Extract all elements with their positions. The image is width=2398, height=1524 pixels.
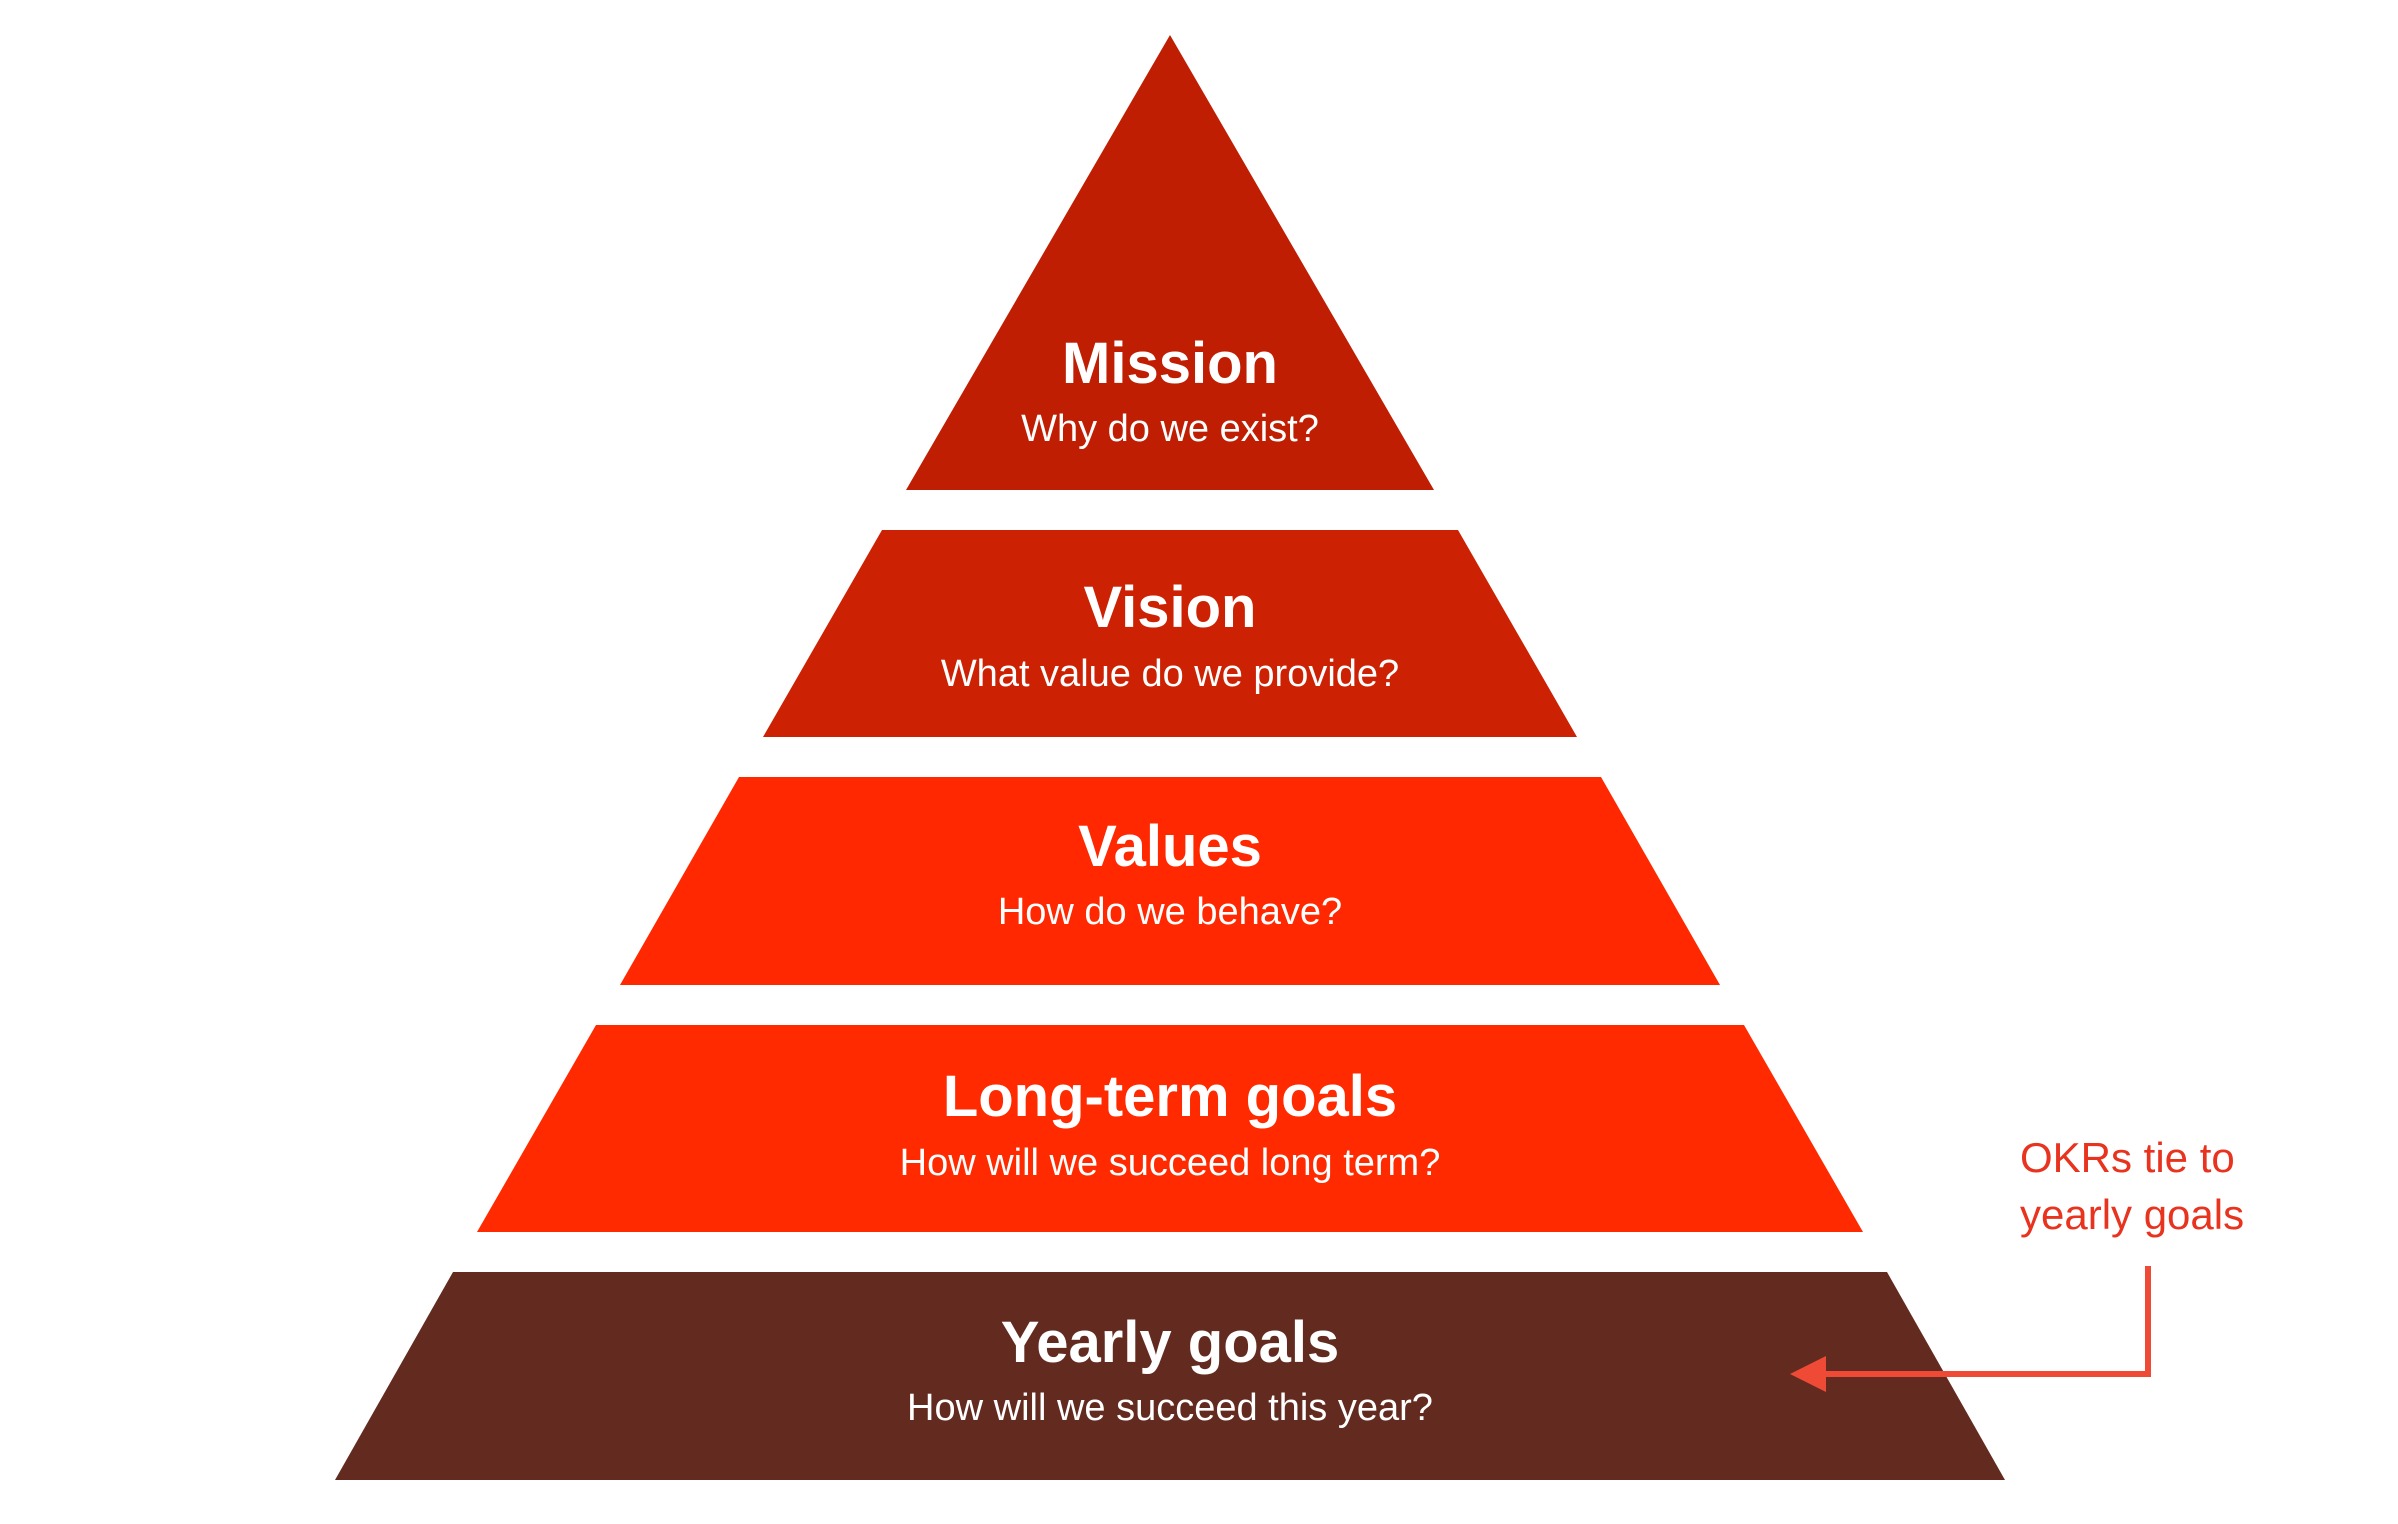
tier-values: Values How do we behave? — [620, 777, 1720, 985]
tier-mission-subtitle: Why do we exist? — [1021, 408, 1319, 450]
okr-annotation: OKRs tie to yearly goals — [1790, 1134, 2244, 1392]
tier-long-term-goals-subtitle: How will we succeed long term? — [900, 1142, 1441, 1184]
okr-annotation-line-2: yearly goals — [2020, 1191, 2244, 1238]
tier-mission: Mission Why do we exist? — [906, 35, 1434, 490]
tier-yearly-goals-subtitle: How will we succeed this year? — [907, 1387, 1433, 1429]
okr-annotation-line-1: OKRs tie to — [2020, 1134, 2235, 1181]
tier-mission-shape — [906, 35, 1434, 490]
tier-yearly-goals-shape — [335, 1272, 2005, 1480]
tier-yearly-goals-title: Yearly goals — [1001, 1310, 1340, 1375]
tier-long-term-goals-title: Long-term goals — [943, 1064, 1397, 1129]
tier-vision-subtitle: What value do we provide? — [941, 653, 1399, 695]
okr-annotation-connector — [1822, 1266, 2151, 1377]
tier-long-term-goals-shape — [477, 1025, 1863, 1232]
tier-values-shape — [620, 777, 1720, 985]
tier-vision-title: Vision — [1084, 575, 1257, 640]
tier-vision-shape — [763, 530, 1577, 737]
tier-yearly-goals: Yearly goals How will we succeed this ye… — [335, 1272, 2005, 1480]
tier-long-term-goals: Long-term goals How will we succeed long… — [477, 1025, 1863, 1232]
tier-vision: Vision What value do we provide? — [763, 530, 1577, 737]
tier-values-title: Values — [1078, 814, 1262, 879]
arrow-left-icon — [1790, 1356, 1826, 1392]
tier-values-subtitle: How do we behave? — [998, 891, 1342, 933]
tier-mission-title: Mission — [1062, 331, 1278, 396]
